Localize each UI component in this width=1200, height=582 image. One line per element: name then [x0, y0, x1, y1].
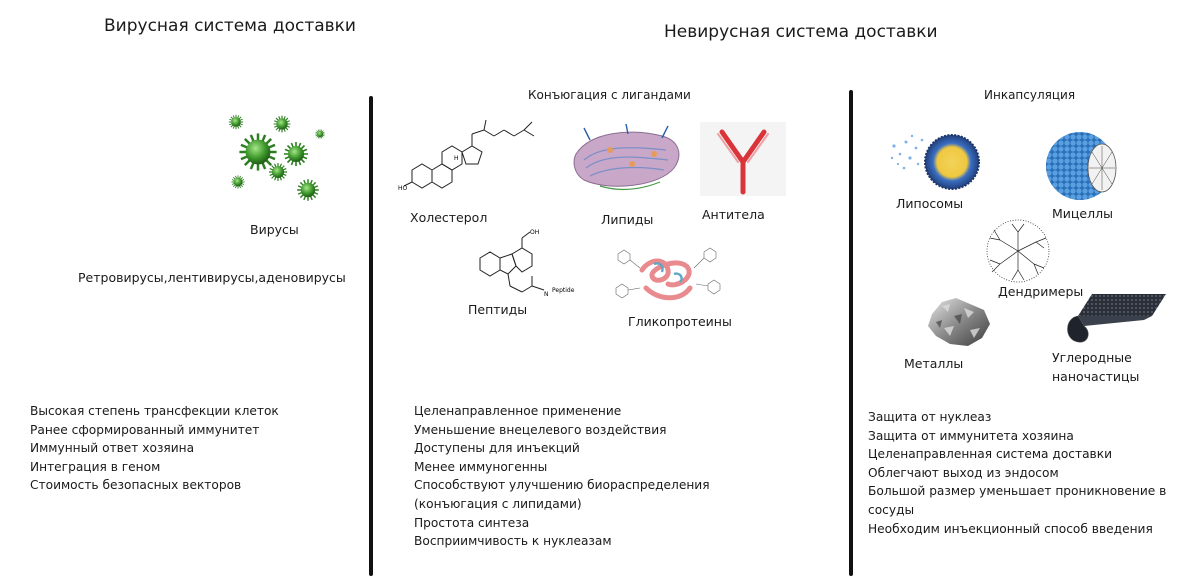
h-label: H — [454, 155, 459, 162]
peptides-label: Пептиды — [468, 302, 528, 317]
viral-heading: Вирусная система доставки — [104, 16, 356, 36]
antibody-illustration — [700, 122, 786, 196]
viral-properties-list: Высокая степень трансфекции клеток Ранее… — [30, 402, 279, 495]
oh-label: OH — [530, 229, 539, 236]
liposome-illustration — [890, 134, 980, 190]
conjugation-title: Конъюгация с лигандами — [528, 88, 691, 102]
carbon-label-line2: наночастицы — [1052, 369, 1140, 384]
lipid-illustration — [573, 123, 680, 191]
list-item: Высокая степень трансфекции клеток — [30, 404, 279, 418]
glycoproteins-label: Гликопротеины — [628, 314, 732, 329]
list-item: Облегчают выход из эндосом — [868, 465, 1059, 480]
nonviral-heading: Невирусная система доставки — [664, 22, 938, 42]
list-item: Уменьшение внецелевого воздействия — [414, 422, 667, 437]
micelle-illustration — [1046, 132, 1117, 200]
left-divider — [369, 96, 373, 576]
list-item: Доступены для инъекций — [414, 441, 580, 456]
glycoprotein-illustration — [615, 247, 721, 301]
carbon-nanoparticle-illustration — [1067, 294, 1166, 343]
virus-label: Вирусы — [250, 222, 299, 237]
dendrimer-illustration — [986, 219, 1050, 283]
list-item: Необходим инъекционный способ введения — [868, 521, 1153, 536]
virus-illustration — [228, 114, 326, 202]
list-item: Интеграция в геном — [30, 459, 161, 474]
list-item: Стоимость безопасных векторов — [30, 478, 242, 493]
lipids-label: Липиды — [601, 212, 654, 227]
conjugation-properties-list: Целенаправленное применение Уменьшение в… — [414, 402, 710, 551]
metals-label: Металлы — [904, 356, 964, 371]
right-divider — [849, 90, 853, 576]
carbon-label-line1: Углеродные — [1052, 350, 1132, 365]
list-item: Целенаправленная система доставки — [868, 447, 1113, 462]
peptide-text: Peptide — [552, 287, 575, 294]
metal-illustration — [928, 298, 990, 346]
micelles-label: Мицеллы — [1052, 206, 1113, 221]
list-item: Ранее сформированный иммунитет — [30, 422, 260, 437]
encapsulation-title: Инкапсуляция — [984, 88, 1076, 102]
list-item: Большой размер уменьшает проникновение в — [868, 484, 1167, 499]
list-item: Способствуют улучшению биораспределения — [414, 478, 710, 493]
list-item: (конъюгация с липидами) — [414, 496, 582, 511]
list-item: Защита от нуклеаз — [868, 410, 992, 424]
virus-types: Ретровирусы,лентивирусы,аденовирусы — [78, 270, 346, 285]
list-item: Целенаправленное применение — [414, 404, 622, 418]
encapsulation-properties-list: Защита от нуклеаз Защита от иммунитета х… — [868, 408, 1166, 538]
antibodies-label: Антитела — [702, 207, 765, 222]
list-item: Простота синтеза — [414, 515, 530, 530]
list-item: Иммунный ответ хозяина — [30, 441, 195, 456]
liposomes-label: Липосомы — [896, 196, 964, 211]
list-item: сосуды — [868, 502, 915, 517]
dendrimers-label: Дендримеры — [998, 284, 1084, 299]
n-label: N — [544, 291, 549, 298]
list-item: Защита от иммунитета хозяина — [868, 428, 1074, 443]
list-item: Восприимчивость к нуклеазам — [414, 534, 612, 549]
cholesterol-structure: HO H — [398, 119, 535, 192]
cholesterol-label: Холестерол — [410, 210, 488, 225]
list-item: Менее иммуногенны — [414, 459, 548, 474]
ho-label: HO — [398, 185, 408, 192]
peptide-structure: OH N Peptide — [479, 229, 575, 298]
